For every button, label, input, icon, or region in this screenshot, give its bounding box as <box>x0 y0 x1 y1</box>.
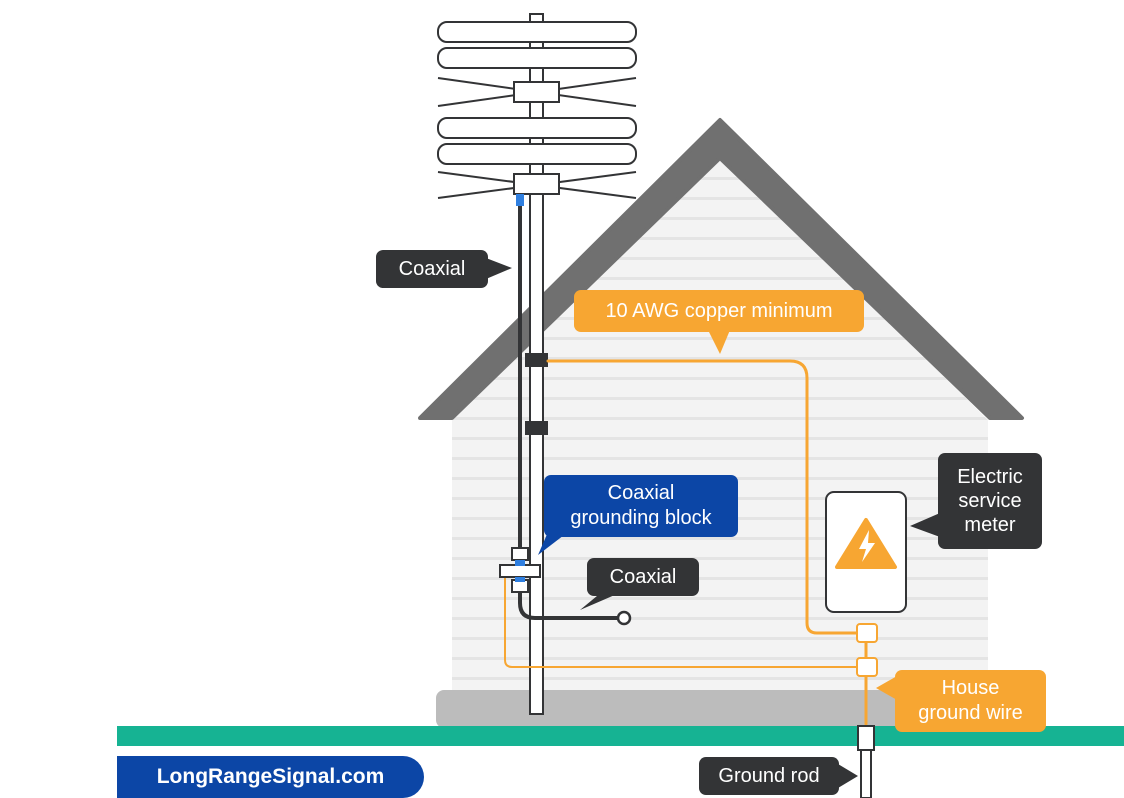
grounding-block-label: Coaxial grounding block <box>544 475 738 537</box>
meter-label: Electric service meter <box>938 453 1042 549</box>
house <box>418 118 1024 728</box>
house-ground-wire-label: House ground wire <box>895 670 1046 732</box>
mast-clamp <box>525 353 548 367</box>
electric-meter <box>825 491 907 677</box>
antenna-icon <box>437 13 637 715</box>
site-logo-banner: LongRangeSignal.com <box>117 756 424 798</box>
ground-wires <box>504 359 868 726</box>
ground-clamp <box>856 623 878 643</box>
lightning-warning-icon <box>835 518 897 569</box>
house-roof <box>418 118 1024 420</box>
grounding-block-icon <box>499 547 541 593</box>
ground-rod-clamp <box>857 725 875 751</box>
ground-clamp <box>856 657 878 677</box>
ground-rod-label: Ground rod <box>699 757 839 795</box>
coaxial-label-top: Coaxial <box>376 250 488 288</box>
coaxial-label-bottom: Coaxial <box>587 558 699 596</box>
coax-connector <box>516 194 524 206</box>
mast-ground-wire <box>546 359 862 635</box>
copper-wire-label: 10 AWG copper minimum <box>574 290 864 332</box>
wall-entry-point <box>616 610 632 626</box>
ground-rod-icon <box>857 725 875 798</box>
house-foundation <box>436 690 984 728</box>
coax-cable <box>518 198 632 626</box>
mast-clamp <box>525 421 548 435</box>
block-ground-wire <box>504 569 861 668</box>
coax-to-house <box>518 586 621 620</box>
antenna-upper-array <box>437 21 637 199</box>
